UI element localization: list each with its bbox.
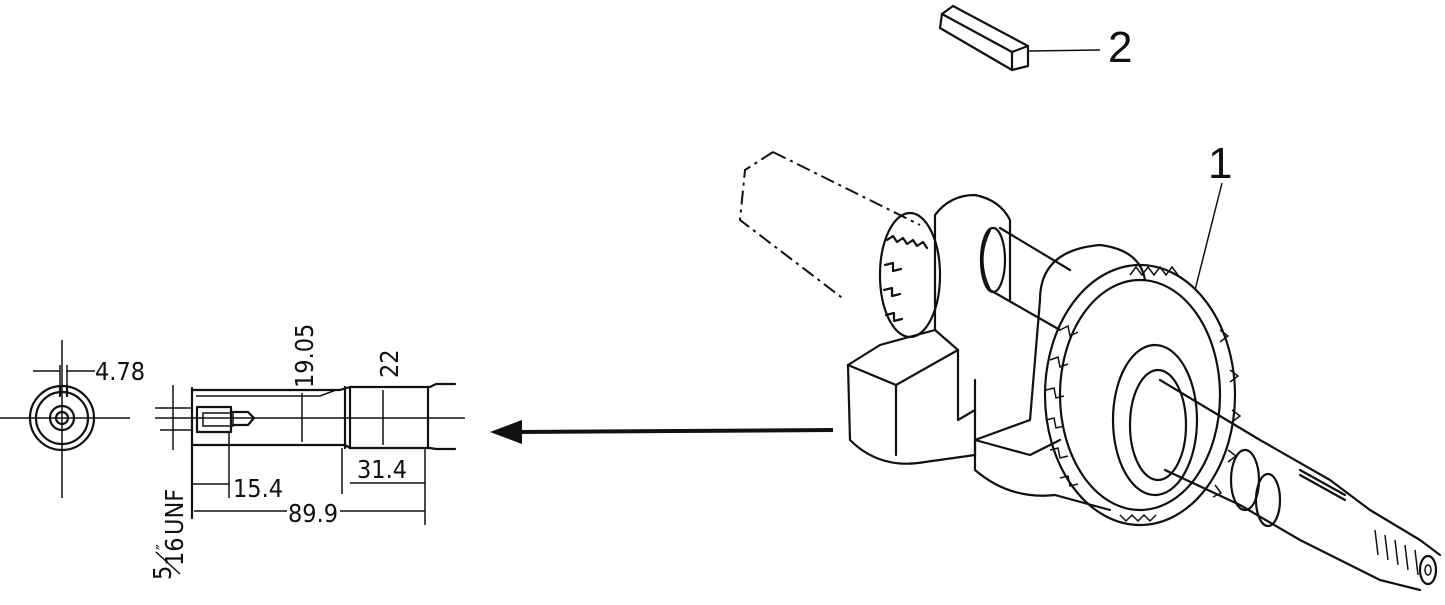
- callout-2: 2: [1108, 23, 1132, 72]
- dim-collar-length: 31.4: [357, 455, 407, 484]
- dim-thread-length: 15.4: [233, 474, 283, 503]
- svg-text:UNF: UNF: [160, 489, 189, 535]
- svg-text:″: ″: [153, 544, 174, 550]
- thread-spec-label: 5 16 ″ UNF: [148, 489, 189, 580]
- dim-collar-diameter: 22: [375, 349, 404, 378]
- dim-keyway-width: 4.78: [95, 357, 145, 386]
- dim-overall-length: 89.9: [288, 499, 338, 528]
- svg-text:16: 16: [160, 537, 189, 566]
- dim-shaft-diameter: 19.05: [290, 324, 319, 388]
- svg-text:5: 5: [148, 566, 177, 580]
- part-crankshaft: 1: [738, 139, 1442, 592]
- callout-1: 1: [1208, 139, 1232, 188]
- shaft-end-view: 4.78: [0, 340, 145, 498]
- part-key: 2: [938, 4, 1132, 72]
- detail-arrow-left: [490, 420, 834, 444]
- shaft-side-view: 19.05 22 15.4 31.4 89.9 5 16 ″ UNF: [148, 324, 465, 580]
